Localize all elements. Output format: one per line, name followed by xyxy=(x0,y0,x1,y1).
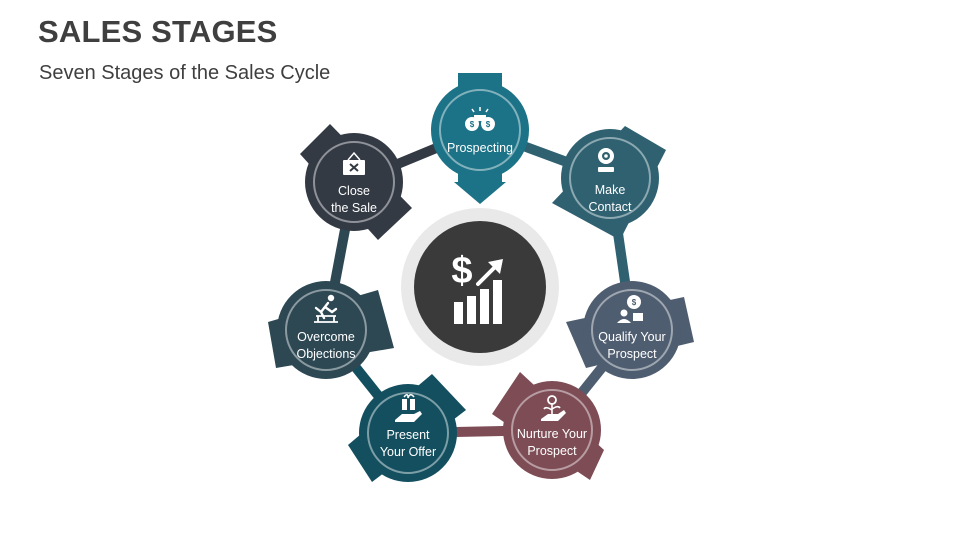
webcam-icon xyxy=(598,148,614,172)
svg-text:$: $ xyxy=(470,120,475,129)
center-circle xyxy=(414,221,546,353)
stage-label-nurture-1: Nurture Your xyxy=(517,427,587,441)
stage-prospecting: $ $ Prospecting xyxy=(431,73,529,204)
stage-label-close-2: the Sale xyxy=(331,201,377,215)
page-title: SALES STAGES xyxy=(38,14,278,49)
stage-label-close-1: Close xyxy=(338,184,370,198)
binoculars-dollar-icon: $ $ xyxy=(465,107,495,131)
stage-label-present-1: Present xyxy=(386,428,430,442)
dollar-growth-chart-icon: $ xyxy=(451,250,503,324)
stage-label-overcome-1: Overcome xyxy=(297,330,355,344)
stage-label-prospecting: Prospecting xyxy=(447,141,513,155)
stage-label-qualify-1: Qualify Your xyxy=(598,330,665,344)
stage-qualify-your-prospect: $ Qualify Your Prospect xyxy=(566,281,694,379)
page-subtitle: Seven Stages of the Sales Cycle xyxy=(39,62,331,84)
stage-make-contact: Make Contact xyxy=(552,126,666,240)
stage-label-make-contact-2: Contact xyxy=(588,200,632,214)
hand-plant-icon xyxy=(541,395,566,421)
svg-text:$: $ xyxy=(451,250,472,292)
stage-close-the-sale: Close the Sale xyxy=(300,124,412,240)
qualify-person-icon: $ xyxy=(617,295,643,323)
hand-gift-icon xyxy=(395,394,422,422)
stage-nurture-your-prospect: Nurture Your Prospect xyxy=(492,372,604,480)
svg-text:$: $ xyxy=(486,120,491,129)
hurdle-runner-icon xyxy=(314,294,338,323)
stage-label-qualify-2: Prospect xyxy=(607,347,657,361)
closed-sign-icon xyxy=(343,151,365,175)
stage-overcome-objections: Overcome Objections xyxy=(268,281,394,379)
stage-label-present-2: Your Offer xyxy=(380,445,436,459)
stage-label-nurture-2: Prospect xyxy=(527,444,577,458)
stage-label-overcome-2: Objections xyxy=(296,347,355,361)
svg-text:$: $ xyxy=(632,298,637,307)
stage-label-make-contact-1: Make xyxy=(595,183,626,197)
stage-present-your-offer: Present Your Offer xyxy=(348,374,466,482)
